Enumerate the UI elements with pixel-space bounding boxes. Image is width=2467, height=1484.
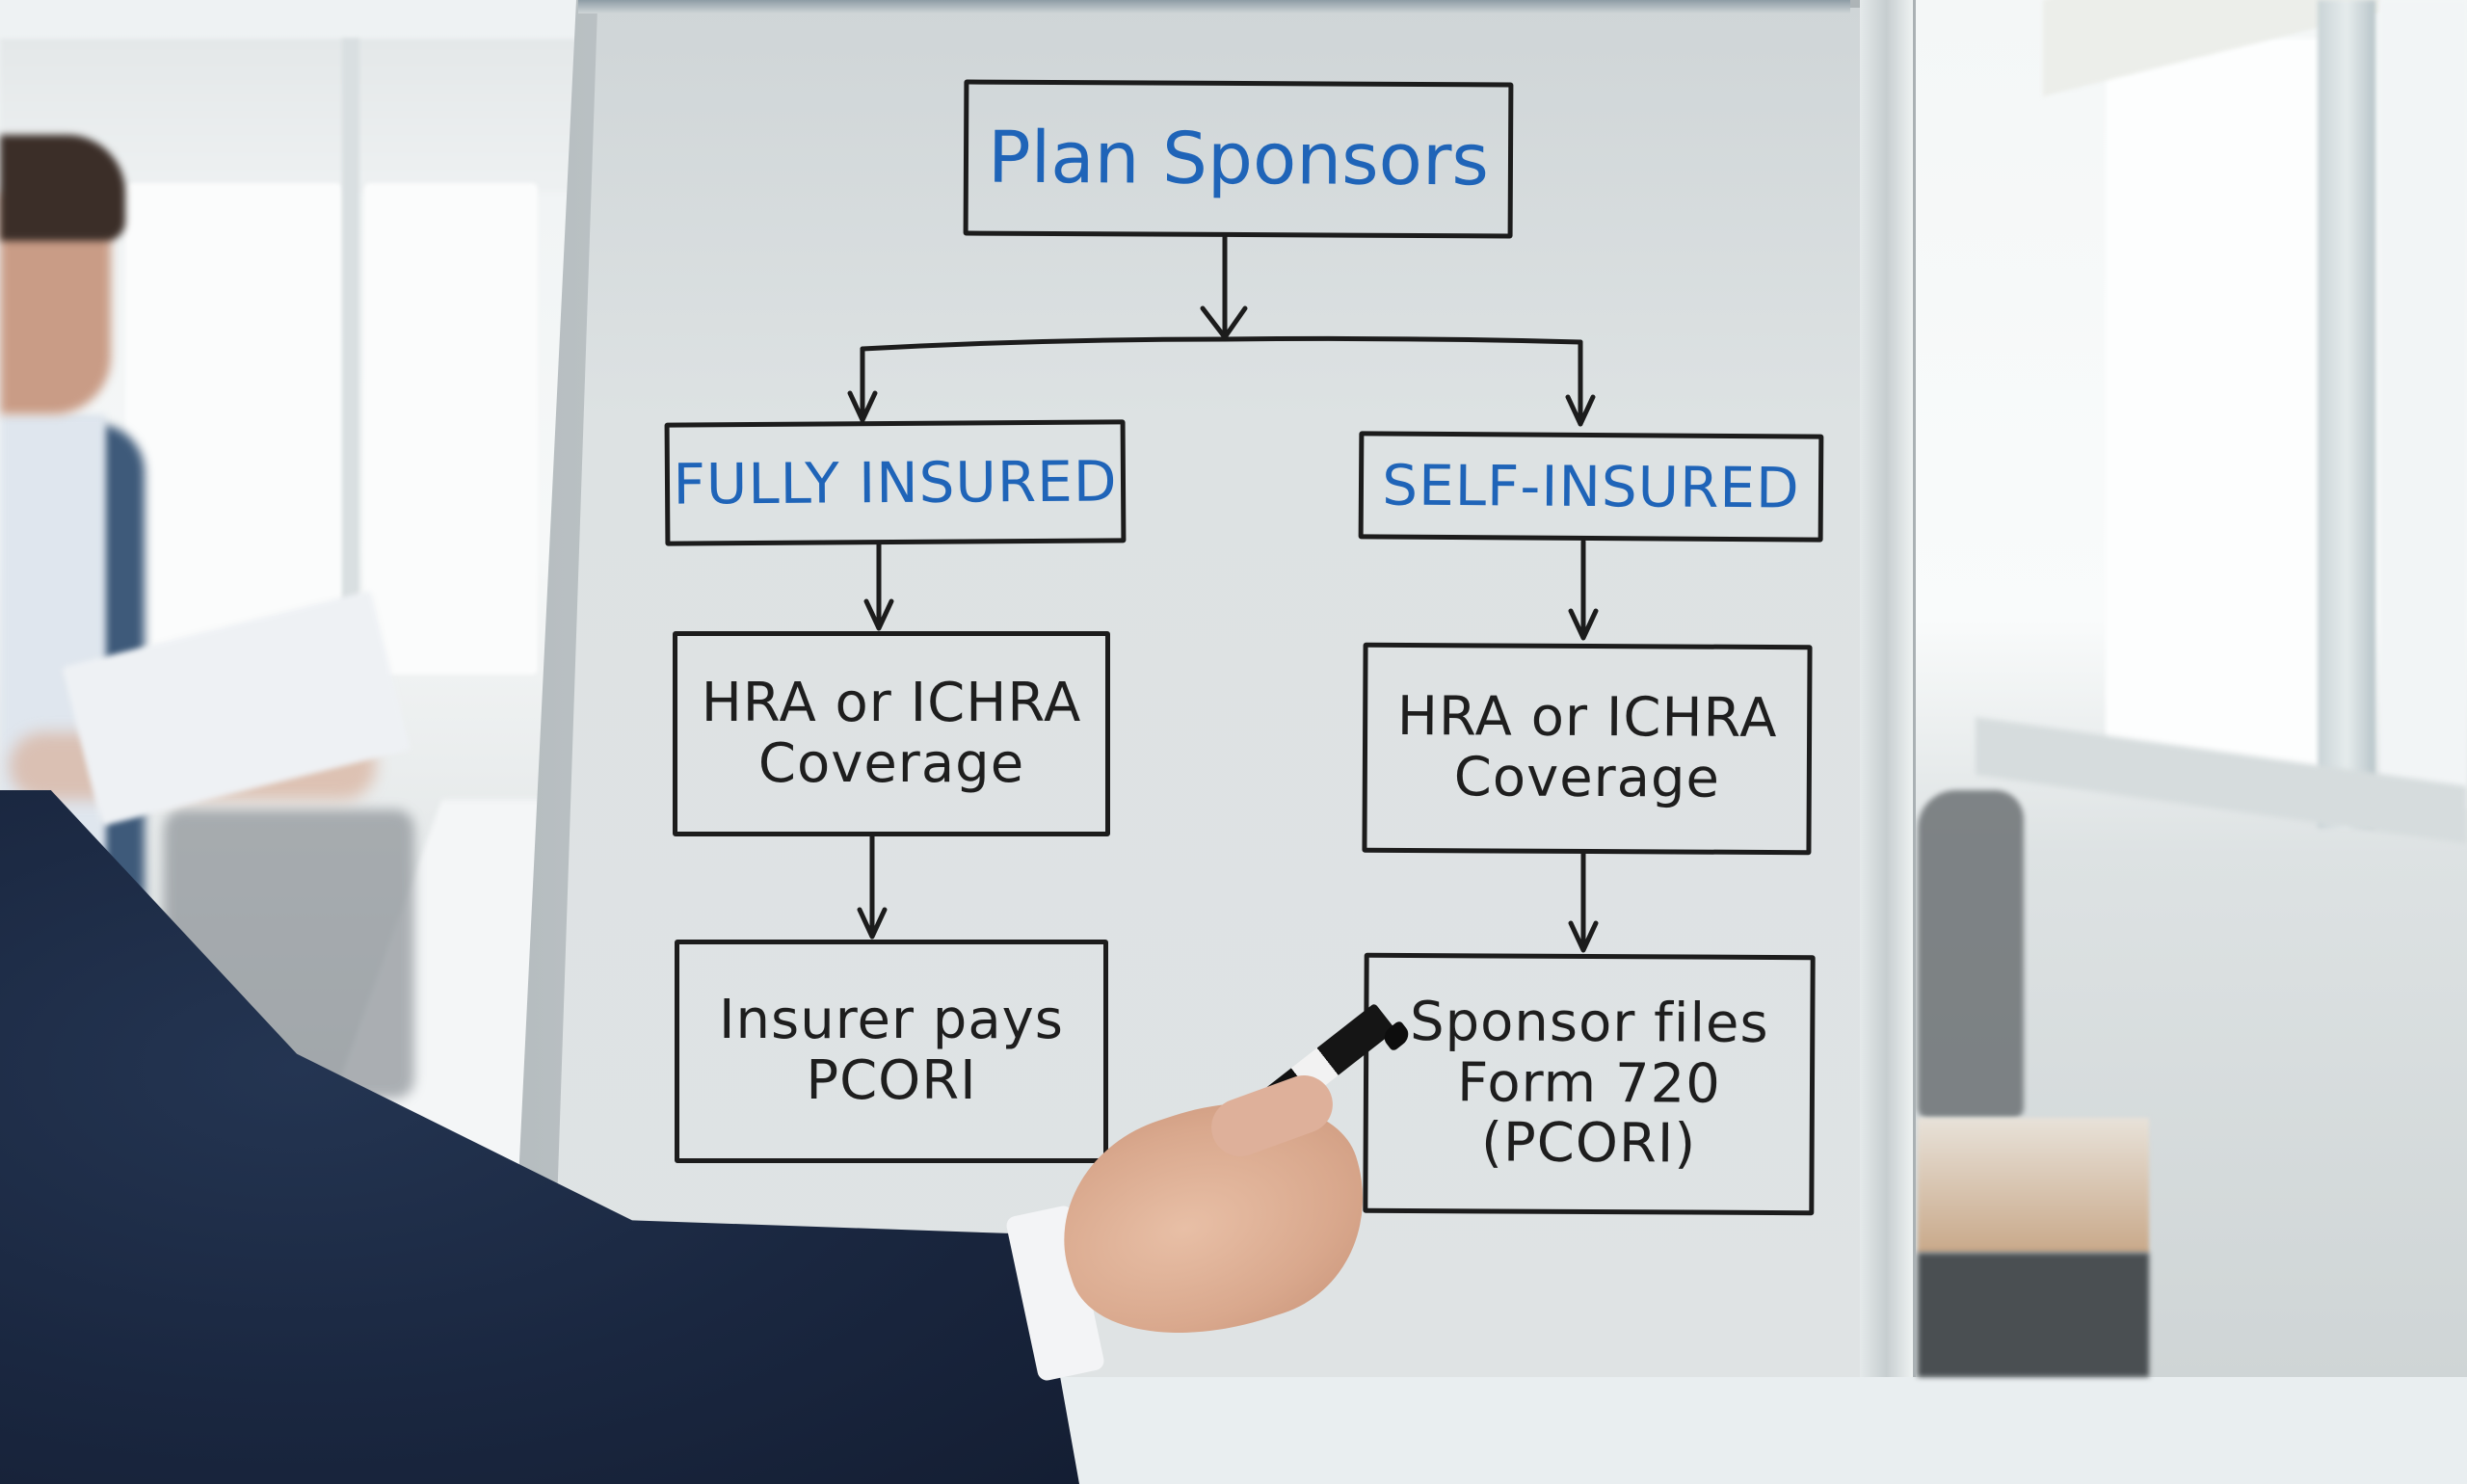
node-label-line1: Insurer pays <box>719 989 1064 1052</box>
node-label-line1: Sponsor files <box>1409 990 1769 1055</box>
node-label-line1: HRA or ICHRA <box>1396 685 1778 751</box>
window-frame <box>2380 0 2467 809</box>
node-self-insured: SELF-INSURED <box>1358 431 1824 543</box>
node-label: FULLY INSURED <box>673 447 1118 517</box>
arrow-head-icon <box>863 598 894 631</box>
window-pane <box>2106 39 2322 771</box>
desk <box>1918 1118 2149 1253</box>
window-mullion <box>342 39 359 694</box>
node-label: SELF-INSURED <box>1382 452 1800 521</box>
desk-base <box>1918 1253 2149 1377</box>
office-background <box>0 0 2467 1378</box>
node-label-line1: HRA or ICHRA <box>701 671 1082 734</box>
whiteboard-top-rail <box>578 0 1850 13</box>
node-hra-ichra-coverage-right: HRA or ICHRA Coverage <box>1362 642 1813 856</box>
flowchart: Plan Sponsors FULLY INSURED SELF-INSURED… <box>664 79 1824 1216</box>
connector-line <box>860 335 1583 352</box>
colleague-hair <box>0 135 125 241</box>
node-hra-ichra-coverage-left: HRA or ICHRA Coverage <box>673 631 1110 836</box>
whiteboard-right-rail <box>1860 0 1913 1377</box>
arrow-head-icon <box>847 390 878 423</box>
node-label-line2: Coverage <box>1453 746 1721 810</box>
flowchart-arrows <box>847 234 1599 953</box>
office-chair <box>1918 790 2024 1118</box>
arrow-head-icon <box>857 907 888 940</box>
arrow-head-icon <box>1568 920 1599 953</box>
node-label-line2: Form 720 <box>1456 1050 1722 1116</box>
node-label: Plan Sponsors <box>987 116 1490 201</box>
node-sponsor-files-form-720: Sponsor files Form 720 (PCORI) <box>1363 952 1816 1216</box>
node-plan-sponsors: Plan Sponsors <box>963 79 1514 239</box>
node-fully-insured: FULLY INSURED <box>664 419 1127 546</box>
node-label-line3: (PCORI) <box>1480 1111 1697 1176</box>
arrow-head-icon <box>1565 394 1596 427</box>
arrow-head-icon <box>1568 608 1599 641</box>
window-pane <box>125 183 342 675</box>
window-frame <box>2318 0 2375 829</box>
node-label-line2: PCORI <box>806 1049 977 1112</box>
window-pane <box>364 183 538 675</box>
node-label-line2: Coverage <box>757 731 1025 795</box>
node-insurer-pays-pcori: Insurer pays PCORI <box>675 940 1108 1163</box>
